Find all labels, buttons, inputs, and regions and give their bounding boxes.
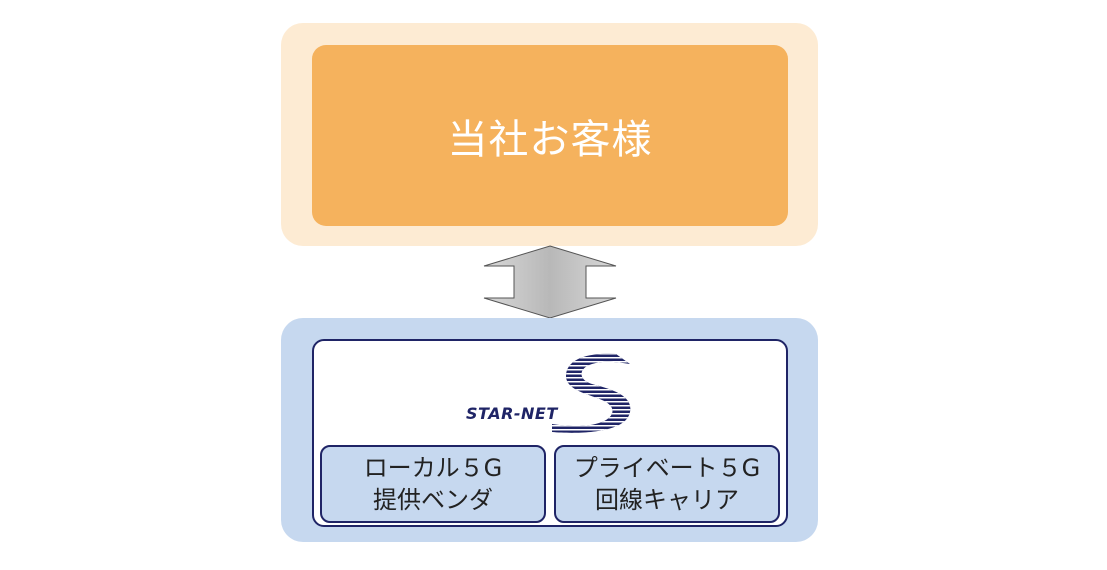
double-vertical-arrow-icon	[483, 245, 617, 319]
private-5g-carrier-line1: プライベート５G	[573, 454, 761, 482]
local-5g-vendor-box: ローカル５G 提供ベンダ	[320, 445, 546, 523]
logo-stripes	[552, 353, 631, 433]
local-5g-vendor-line2: 提供ベンダ	[373, 486, 493, 514]
private-5g-carrier-line2: 回線キャリア	[595, 486, 739, 514]
logo-text: STAR-NET	[466, 404, 558, 423]
customer-box: 当社お客様	[312, 45, 788, 226]
customer-label: 当社お客様	[447, 116, 653, 163]
private-5g-carrier-box: プライベート５G 回線キャリア	[554, 445, 780, 523]
star-net-s-logo-icon	[552, 353, 631, 433]
local-5g-vendor-line1: ローカル５G	[363, 454, 503, 482]
